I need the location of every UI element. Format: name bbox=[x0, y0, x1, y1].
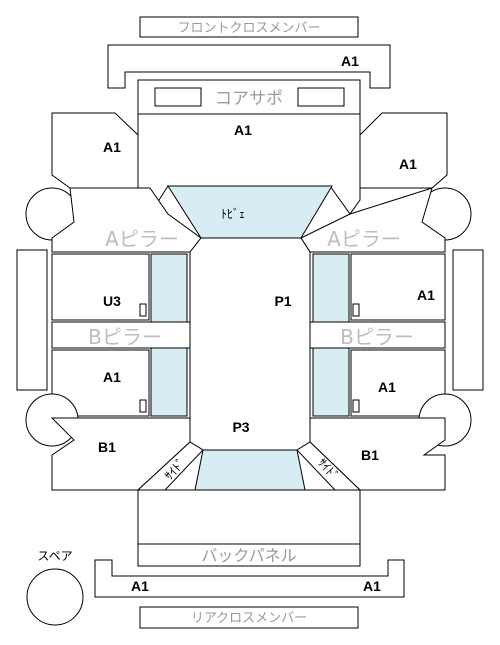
rear-door-right-grade: A1 bbox=[378, 379, 396, 395]
fender-right-grade: A1 bbox=[399, 156, 417, 172]
front-door-right-grade: A1 bbox=[417, 287, 435, 303]
a-pillar-right-label: Aピラー bbox=[327, 227, 401, 251]
front-hood-grade: A1 bbox=[234, 122, 252, 138]
b-pillar-right-label: Bピラー bbox=[340, 325, 414, 349]
front-cross-member-label: フロントクロスメンバー bbox=[177, 21, 320, 36]
front-door-left[interactable] bbox=[51, 253, 150, 321]
rear-member-left-grade: A1 bbox=[131, 578, 149, 594]
side-sill-right[interactable] bbox=[452, 249, 484, 391]
handle-front-left bbox=[139, 303, 147, 317]
side-sill-left[interactable] bbox=[16, 249, 48, 391]
handle-rear-right bbox=[352, 399, 360, 413]
rear-cross-member-box bbox=[139, 606, 359, 629]
roof-panel[interactable] bbox=[189, 237, 311, 451]
handle-rear-left bbox=[139, 399, 147, 413]
spare-tire[interactable] bbox=[26, 568, 84, 626]
spare-label: スペア bbox=[37, 549, 72, 563]
rear-glass[interactable] bbox=[194, 449, 306, 491]
front-door-left-grade: U3 bbox=[103, 293, 121, 309]
back-panel-label: バックパネル bbox=[201, 546, 296, 565]
a-pillar-left-label: Aピラー bbox=[105, 227, 179, 251]
roof-front-grade: P1 bbox=[274, 293, 291, 309]
quarter-right-grade: B1 bbox=[361, 447, 379, 463]
b-pillar-left[interactable] bbox=[51, 321, 191, 349]
windshield-label: ﾄﾋﾞｪ bbox=[221, 207, 245, 221]
back-panel-box[interactable] bbox=[137, 543, 361, 567]
b-pillar-left-label: Bピラー bbox=[88, 325, 162, 349]
quarter-left-panel[interactable] bbox=[50, 417, 191, 491]
front-cross-member-box bbox=[139, 16, 359, 38]
rear-member-panel[interactable] bbox=[94, 559, 405, 598]
fender-right-panel[interactable] bbox=[359, 112, 448, 189]
rear-member-right-grade: A1 bbox=[363, 578, 381, 594]
headlight-right bbox=[297, 87, 345, 107]
quarter-left-grade: B1 bbox=[98, 439, 116, 455]
b-pillar-right[interactable] bbox=[309, 321, 446, 349]
front-door-right[interactable] bbox=[350, 253, 446, 321]
rear-cross-member-label: リアクロスメンバー bbox=[191, 611, 307, 626]
fender-left-grade: A1 bbox=[103, 139, 121, 155]
front-member-grade: A1 bbox=[341, 53, 359, 69]
headlight-left bbox=[154, 87, 202, 107]
windshield[interactable] bbox=[167, 185, 333, 239]
trunk-panel[interactable] bbox=[137, 489, 361, 545]
handle-front-right bbox=[352, 303, 360, 317]
core-support-label: コアサポ bbox=[215, 89, 283, 109]
fender-left-panel[interactable] bbox=[51, 112, 139, 189]
roof-rear-grade: P3 bbox=[232, 419, 249, 435]
front-member-panel[interactable] bbox=[107, 44, 391, 89]
rear-door-left-grade: A1 bbox=[103, 369, 121, 385]
